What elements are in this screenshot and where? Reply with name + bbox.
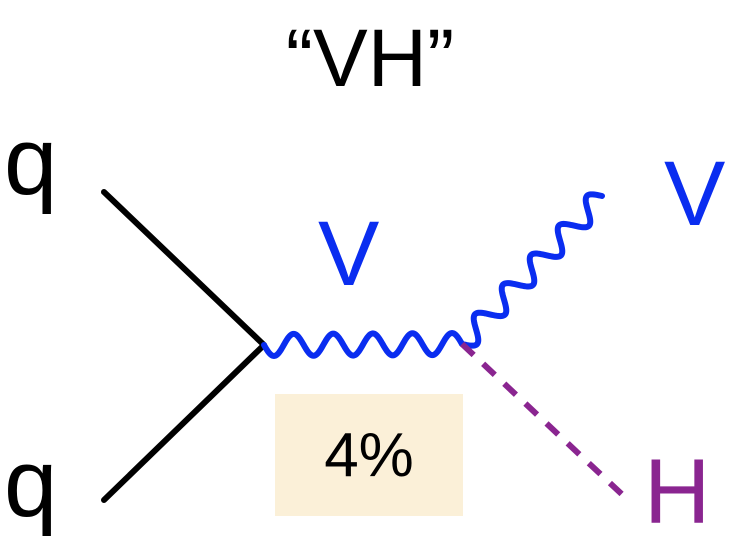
quark-label-top: q xyxy=(4,108,58,215)
outgoing-higgs-line xyxy=(459,341,631,503)
quark-label-bottom: q xyxy=(4,430,58,537)
incoming-quark-line-top xyxy=(101,189,267,348)
diagram-title: “VH” xyxy=(285,13,455,104)
cross-section-fraction-box: 4% xyxy=(275,394,463,516)
higgs-label: H xyxy=(644,441,711,543)
outgoing-boson-label: V xyxy=(664,143,726,245)
internal-vector-boson-propagator xyxy=(261,330,465,359)
outgoing-vector-boson-line xyxy=(459,191,605,349)
internal-boson-label: V xyxy=(318,203,380,305)
cross-section-fraction-label: 4% xyxy=(324,420,414,490)
incoming-antiquark-line-bottom xyxy=(101,342,267,503)
